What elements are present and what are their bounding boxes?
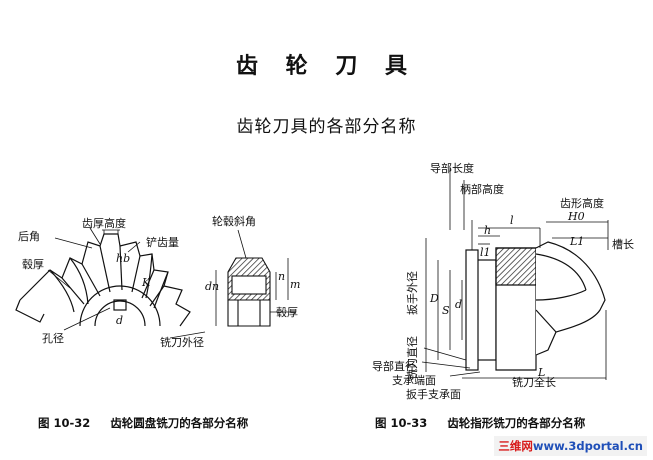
symbol-L: L [537, 366, 545, 379]
label-cutter-outer-diameter: 铣刀外径 [160, 335, 204, 349]
label-shank-height: 柄部高度 [460, 182, 504, 196]
watermark-url: www.3dportal.cn [532, 439, 643, 453]
finger-cutter-labels: 导部长度 柄部高度 齿形高度 槽长 扳手外径 铣刀直径 导部直径 支承端面 扳手… [372, 161, 634, 401]
symbol-h0: H0 [567, 210, 585, 223]
figure-32-caption: 图 10-32 齿轮圆盘铣刀的各部分名称 [38, 415, 248, 431]
label-hole-diameter: 孔径 [42, 332, 64, 345]
figure-33-caption: 图 10-33 齿轮指形铣刀的各部分名称 [375, 415, 585, 431]
symbol-hb: hb [116, 252, 130, 265]
page-title: 齿 轮 刀 具 [236, 54, 417, 79]
label-wrench-outer-diameter: 扳手外径 [405, 271, 419, 315]
watermark-site-name: 三维网 [498, 439, 533, 453]
symbol-dn: dn [205, 280, 219, 293]
finger-cutter-body [465, 241, 606, 371]
label-hub-bevel-angle: 轮毂斜角 [212, 214, 256, 228]
symbol-h: h [484, 224, 491, 237]
symbol-l: l [510, 214, 514, 227]
label-tooth-profile-height: 齿形高度 [560, 196, 604, 210]
symbol-L1: L1 [569, 235, 584, 248]
site-watermark: 三维网www.3dportal.cn [494, 436, 647, 456]
figure-33-caption-text: 齿轮指形铣刀的各部分名称 [447, 416, 586, 430]
label-wrench-support-face: 扳手支承面 [406, 387, 461, 401]
figure-disc-cutter: 齿厚高度 后角 铲齿量 毂厚 孔径 轮毂斜角 毂厚 铣刀外径 hb K d dn… [15, 214, 300, 349]
label-guide-diameter: 导部直径 [372, 359, 416, 373]
label-relief-amount: 铲齿量 [146, 235, 179, 249]
symbol-D: D [429, 292, 439, 305]
symbol-S: S [442, 304, 450, 317]
label-hub-thickness-left: 毂厚 [22, 258, 44, 271]
label-tooth-thickness-height: 齿厚高度 [82, 216, 126, 230]
disc-cutter-section [215, 229, 296, 327]
label-cutter-straight-diameter: 铣刀直径 [405, 336, 419, 380]
symbol-l1: l1 [480, 246, 491, 259]
symbol-d-hole: d [116, 314, 123, 327]
label-relief-angle: 后角 [18, 230, 40, 243]
disc-cutter-labels: 齿厚高度 后角 铲齿量 毂厚 孔径 轮毂斜角 毂厚 铣刀外径 hb K d dn… [18, 214, 300, 349]
label-support-end-face: 支承端面 [392, 374, 436, 387]
disc-cutter-teeth [15, 233, 191, 327]
page-subtitle: 齿轮刀具的各部分名称 [236, 117, 417, 137]
figure-finger-cutter: 导部长度 柄部高度 齿形高度 槽长 扳手外径 铣刀直径 导部直径 支承端面 扳手… [372, 161, 634, 401]
figure-32-caption-text: 齿轮圆盘铣刀的各部分名称 [110, 416, 249, 430]
symbol-m: m [290, 278, 300, 291]
label-guide-length: 导部长度 [430, 161, 474, 175]
label-hub-thickness-right: 毂厚 [276, 306, 298, 319]
figure-32-caption-number: 图 10-32 [38, 416, 91, 430]
label-cutter-total-length: 铣刀全长 [512, 375, 556, 389]
finger-cutter-dimension-lines [421, 168, 609, 380]
symbol-k: K [141, 276, 151, 289]
figure-33-caption-number: 图 10-33 [375, 416, 428, 430]
disc-cutter-dimension-lines [47, 227, 206, 339]
symbol-n: n [278, 270, 285, 283]
symbol-d: d [455, 298, 462, 311]
label-groove-length: 槽长 [612, 238, 634, 251]
